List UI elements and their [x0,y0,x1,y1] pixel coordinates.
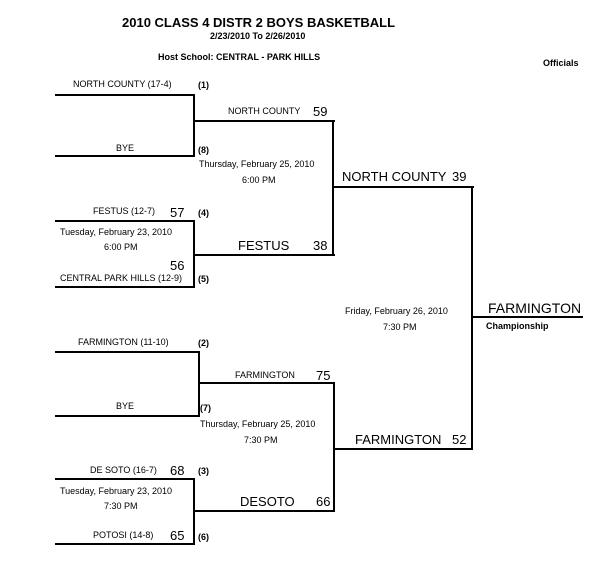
bracket-line [333,382,335,512]
champion-team: FARMINGTON [488,300,582,316]
bracket-line [55,543,195,545]
championship-label: Championship [486,321,549,331]
bracket-line [334,186,474,188]
semi-team-3: FARMINGTON [235,370,295,380]
bracket-line [55,415,200,417]
r1-game-1-date: Tuesday, February 23, 2010 [60,227,173,237]
r1-team-1: NORTH COUNTY (17-4) [73,79,172,89]
final-score-1: 39 [452,169,467,184]
bracket-line [55,220,195,222]
final-team-2: FARMINGTON [355,432,442,447]
r1-team-3: FESTUS (12-7) [93,206,156,216]
semi-score-1: 59 [313,104,328,119]
semi-team-2: FESTUS [238,238,290,253]
bracket-line [200,382,335,384]
semi-score-3: 75 [316,368,331,383]
r1-seed-3: (4) [198,208,209,218]
bracket-line [471,186,473,450]
r1-seed-2: (8) [198,145,209,155]
r1-seed-5: (2) [198,338,209,348]
semi-game-2-date: Thursday, February 25, 2010 [200,419,316,429]
bracket-line [195,254,335,256]
page-title: 2010 CLASS 4 DISTR 2 BOYS BASKETBALL [122,15,396,30]
semi-team-1: NORTH COUNTY [228,106,301,116]
r1-score-4: 56 [170,258,185,273]
bracket-line [473,316,583,318]
bracket-line [335,448,473,450]
bracket-line [55,351,200,353]
semi-game-1-time: 6:00 PM [242,175,276,185]
r1-team-7: DE SOTO (16-7) [90,465,157,475]
final-game-date: Friday, February 26, 2010 [345,306,448,316]
r1-seed-1: (1) [198,80,209,90]
bracket-line [55,286,195,288]
semi-game-2-time: 7:30 PM [244,435,278,445]
r1-game-1-time: 6:00 PM [104,242,138,252]
bracket-line [195,120,335,122]
r1-game-2-date: Tuesday, February 23, 2010 [60,486,173,496]
date-range: 2/23/2010 To 2/26/2010 [210,31,306,41]
r1-team-6: BYE [116,401,135,411]
bracket-line [55,94,195,96]
r1-seed-7: (3) [198,466,209,476]
bracket-line [193,220,195,288]
bracket-line [193,94,195,157]
bracket-line [195,510,335,512]
bracket-line [193,478,195,545]
bracket-line [332,120,334,256]
r1-score-7: 68 [170,463,185,478]
final-score-2: 52 [452,432,467,447]
final-team-1: NORTH COUNTY [342,169,447,184]
semi-game-1-date: Thursday, February 25, 2010 [199,159,315,169]
r1-seed-8: (6) [198,532,209,542]
bracket-line [55,478,195,480]
bracket-line [55,155,195,157]
r1-team-4: CENTRAL PARK HILLS (12-9) [60,273,183,283]
r1-team-2: BYE [116,143,135,153]
r1-team-5: FARMINGTON (11-10) [78,337,169,347]
r1-game-2-time: 7:30 PM [104,501,138,511]
host-school: Host School: CENTRAL - PARK HILLS [158,52,321,62]
r1-team-8: POTOSI (14-8) [93,530,154,540]
semi-team-4: DESOTO [240,494,295,509]
semi-score-4: 66 [316,494,331,509]
semi-score-2: 38 [313,238,328,253]
r1-score-3: 57 [170,205,185,220]
r1-score-8: 65 [170,528,185,543]
final-game-time: 7:30 PM [383,322,417,332]
officials-label: Officials [543,58,579,68]
r1-seed-6: (7) [200,403,211,413]
r1-seed-4: (5) [198,274,209,284]
bracket-line [198,351,200,417]
